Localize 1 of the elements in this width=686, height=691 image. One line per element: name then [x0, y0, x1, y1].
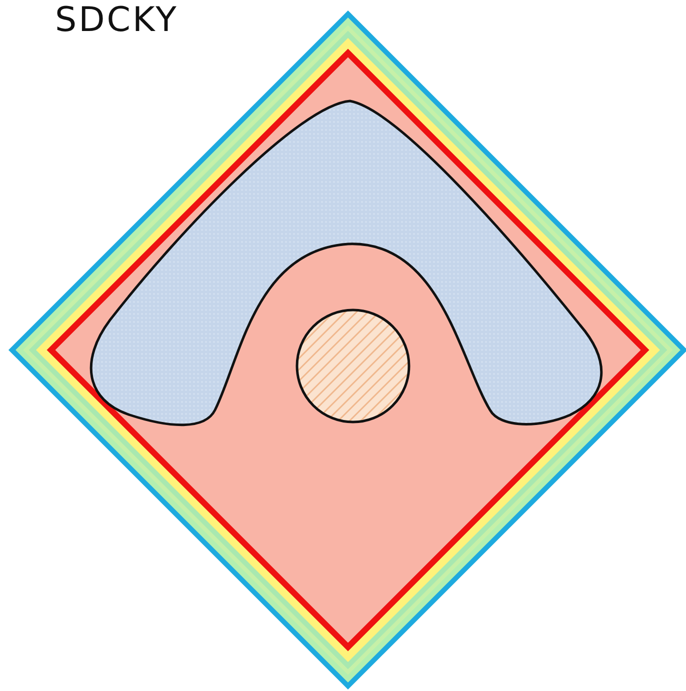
- title: SDCKY: [55, 2, 178, 40]
